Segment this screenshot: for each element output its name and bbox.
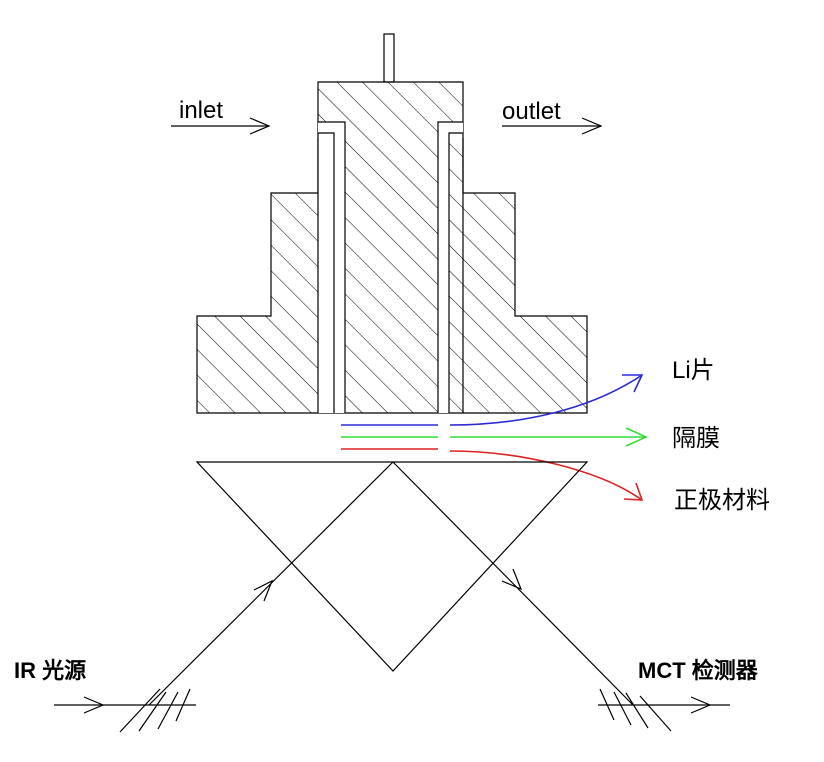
- cathode-material-label: 正极材料: [674, 487, 770, 514]
- ir-source-arrowhead: [83, 696, 105, 714]
- li-arrowhead: [622, 374, 644, 393]
- li-layer-curve: [449, 374, 643, 426]
- ir-source-label: IR 光源: [14, 658, 86, 683]
- li-sheet-label: Li片: [672, 357, 715, 384]
- outlet-label: outlet: [502, 98, 561, 125]
- atr-prism: [195, 461, 589, 672]
- cathode-layer-curve: [449, 450, 643, 501]
- separator-label: 隔膜: [672, 425, 720, 452]
- mct-detector-label: MCT 检测器: [638, 658, 759, 683]
- separator-arrowhead: [625, 427, 648, 447]
- mct-arrowhead: [690, 696, 712, 714]
- inlet-label: inlet: [179, 97, 223, 124]
- right-flow-channel: [438, 122, 463, 413]
- left-flow-channel: [318, 122, 345, 413]
- inlet-arrow: [171, 117, 271, 135]
- cathode-arrowhead: [623, 482, 644, 501]
- beam-out-arrowhead: [501, 568, 523, 591]
- cell-body: [196, 33, 588, 414]
- right-channel-walls: [437, 121, 464, 413]
- top-post: [383, 33, 395, 83]
- beam-in-arrowhead: [253, 579, 274, 602]
- layer-stack: [341, 374, 648, 501]
- ir-source-mirror: [54, 688, 196, 733]
- left-channel-walls: [317, 121, 346, 413]
- ir-beam-path: [148, 461, 634, 706]
- mct-detector-mirror: [598, 688, 730, 732]
- outlet-arrow: [502, 117, 603, 135]
